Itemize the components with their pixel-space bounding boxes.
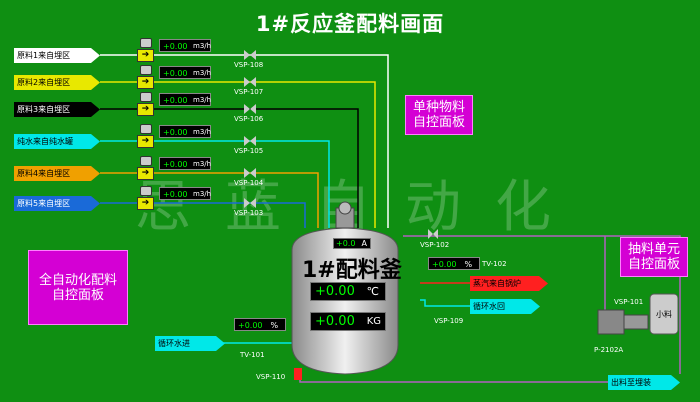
flow-valve-icon[interactable]: ➔	[137, 135, 154, 148]
valve-vsp101-label: VSP-101	[614, 298, 644, 306]
flow-unit: m3/h	[193, 160, 212, 168]
valve-tag: VSP-105	[234, 147, 264, 155]
shutoff-valve[interactable]	[244, 50, 256, 60]
valve-tag: VSP-104	[234, 179, 264, 187]
full-auto-panel-button[interactable]: 全自动化配料自控面板	[28, 250, 128, 325]
flowmeter-icon	[140, 156, 152, 166]
feed-source-arrow: 原料3来自埋区	[14, 102, 100, 117]
pump-label: P-2102A	[594, 346, 624, 354]
shutoff-valve[interactable]	[244, 168, 256, 178]
valve-vsp110-label: VSP-110	[256, 373, 286, 381]
valve-tag: VSP-108	[234, 61, 264, 69]
valve-vsp109-label: VSP-109	[434, 317, 464, 325]
flowmeter-icon	[140, 38, 152, 48]
valve-tag: VSP-103	[234, 209, 264, 217]
circ-water-inlet-arrow: 循环水进	[155, 336, 225, 351]
flow-valve-icon[interactable]: ➔	[137, 49, 154, 62]
valve-vsp102[interactable]	[428, 229, 438, 239]
single-material-panel-button[interactable]: 单种物料自控面板	[405, 95, 473, 135]
reactor-name: 1#配料釜	[302, 258, 402, 283]
single-panel-label: 单种物料自控面板	[412, 100, 465, 130]
flow-display: +0.00	[159, 66, 211, 79]
flowmeter-icon	[140, 92, 152, 102]
page-title: 1#反应釜配料画面	[255, 12, 445, 36]
full-panel-label: 全自动化配料自控面板	[38, 272, 117, 303]
flowmeter-icon	[140, 186, 152, 196]
flow-valve-icon[interactable]: ➔	[137, 197, 154, 210]
flow-unit: m3/h	[193, 190, 212, 198]
discharge-arrow: 出料至埋装	[608, 375, 680, 390]
flow-display: +0.00	[159, 39, 211, 52]
flow-unit: m3/h	[193, 128, 212, 136]
pump-unit-panel-button[interactable]: 抽料单元自控面板	[620, 237, 688, 277]
feed-source-arrow: 原料1来自埋区	[14, 48, 100, 63]
valve-tag: VSP-107	[234, 88, 264, 96]
valve-vsp102-label: VSP-102	[420, 241, 450, 249]
feed-source-arrow: 纯水来自纯水罐	[14, 134, 100, 149]
flow-valve-icon[interactable]: ➔	[137, 103, 154, 116]
feed-source-arrow: 原料5来自埋区	[14, 196, 100, 211]
flowmeter-icon	[140, 124, 152, 134]
shutoff-valve[interactable]	[244, 104, 256, 114]
circ-water-return-arrow: 循环水回	[470, 299, 540, 314]
flow-valve-icon[interactable]: ➔	[137, 167, 154, 180]
flow-display: +0.00	[159, 93, 211, 106]
small-tank-label: 小料	[656, 310, 672, 319]
valve-tag: VSP-106	[234, 115, 264, 123]
flow-unit: m3/h	[193, 42, 212, 50]
flow-display: +0.00	[159, 187, 211, 200]
flow-unit: m3/h	[193, 96, 212, 104]
shutoff-valve[interactable]	[244, 198, 256, 208]
flow-display: +0.00	[159, 157, 211, 170]
feed-source-arrow: 原料4来自埋区	[14, 166, 100, 181]
flow-valve-icon[interactable]: ➔	[137, 76, 154, 89]
tv101-label: TV-101	[240, 351, 265, 359]
tv101-display: +0.00%	[234, 318, 286, 331]
flowmeter-icon	[140, 65, 152, 75]
tv102-label: TV-102	[482, 260, 507, 268]
flow-unit: m3/h	[193, 69, 212, 77]
reactor-temp-display: +0.00℃	[310, 282, 386, 301]
tv102-display: +0.00%	[428, 257, 480, 270]
pump-panel-label: 抽料单元自控面板	[627, 242, 680, 272]
flow-display: +0.00	[159, 125, 211, 138]
feed-source-arrow: 原料2来自埋区	[14, 75, 100, 90]
steam-inlet-arrow: 蒸汽来自锅炉	[470, 276, 548, 291]
shutoff-valve[interactable]	[244, 77, 256, 87]
shutoff-valve[interactable]	[244, 136, 256, 146]
